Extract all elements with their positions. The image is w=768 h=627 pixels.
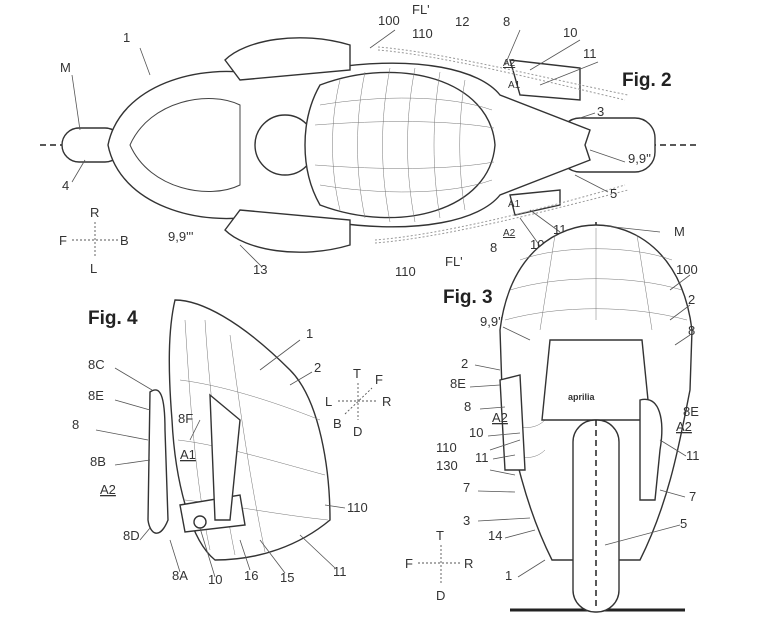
label-5-fig3: 5 xyxy=(680,516,687,531)
label-11-right: 11 xyxy=(686,448,700,463)
label-2-left: 2 xyxy=(461,356,468,371)
compass-up: T xyxy=(353,366,361,381)
label-a2-right: A2 xyxy=(676,419,692,434)
aero-appendage-left xyxy=(509,189,561,216)
label-8-bottom: 8 xyxy=(490,240,497,255)
label-3: 3 xyxy=(597,104,604,119)
label-8f: 8F xyxy=(178,411,193,426)
label-5: 5 xyxy=(610,186,617,201)
label-8c: 8C xyxy=(88,357,105,372)
label-13: 13 xyxy=(253,262,267,277)
fig4-title: Fig. 4 xyxy=(88,308,138,329)
label-8-fig4: 8 xyxy=(72,417,79,432)
label-8-right: 8 xyxy=(688,323,695,338)
fairing xyxy=(129,98,241,192)
label-a1-top: A1 xyxy=(508,80,521,91)
label-a2-fig4: A2 xyxy=(100,482,116,497)
label-110-fig4: 110 xyxy=(347,500,368,515)
aero-appendage-fig3 xyxy=(499,374,526,471)
rider-arm-right xyxy=(224,37,351,81)
mount-bolt xyxy=(193,515,207,529)
compass-down: L xyxy=(90,261,97,276)
compass-up: T xyxy=(436,528,444,543)
compass-right: B xyxy=(120,233,129,248)
label-10-top: 10 xyxy=(563,25,577,40)
label-15: 15 xyxy=(280,570,294,585)
label-4: 4 xyxy=(62,178,69,193)
tail-section xyxy=(541,339,651,421)
label-8e-fig4: 8E xyxy=(88,388,104,403)
label-8e-right: 8E xyxy=(683,404,699,419)
compass-down: D xyxy=(436,588,445,603)
rider-mesh xyxy=(314,67,495,223)
compass-fig4: T F L R B D xyxy=(325,366,391,439)
label-14: 14 xyxy=(488,528,502,543)
label-8b: 8B xyxy=(90,454,106,469)
label-110-top: 110 xyxy=(412,26,433,41)
aprilia-logo: aprilia xyxy=(568,392,596,402)
label-8-top: 8 xyxy=(503,14,510,29)
label-130: 130 xyxy=(436,458,458,473)
label-m: M xyxy=(60,60,71,75)
exhaust-rear xyxy=(639,398,663,501)
label-11-left: 11 xyxy=(475,450,489,465)
label-9-9ppp: 9,9''' xyxy=(168,229,194,244)
fig2-title: Fig. 2 xyxy=(622,70,672,91)
label-9-9pp: 9,9'' xyxy=(628,151,651,166)
rider-arm-left xyxy=(224,209,351,253)
label-fl-bottom: FL' xyxy=(445,254,463,269)
fairing-side xyxy=(168,299,331,561)
compass-right: R xyxy=(382,394,391,409)
label-a1-bottom: A1 xyxy=(508,199,521,210)
label-2-right: 2 xyxy=(688,292,695,307)
label-3-fig3: 3 xyxy=(463,513,470,528)
label-7-left: 7 xyxy=(463,480,470,495)
label-fl-top: FL' xyxy=(412,2,430,17)
label-8-left: 8 xyxy=(464,399,471,414)
label-8a: 8A xyxy=(172,568,188,583)
compass-sw: B xyxy=(333,416,342,431)
label-a2-left: A2 xyxy=(492,410,508,425)
compass-fig3: T F R D xyxy=(405,528,473,603)
label-2-fig4: 2 xyxy=(314,360,321,375)
compass-up: R xyxy=(90,205,99,220)
label-1-fig4: 1 xyxy=(306,326,313,341)
fig3-rear-view: aprilia M 100 2 8 9,9'' 2 8E 8 A2 10 110… xyxy=(405,222,700,613)
exhaust-top xyxy=(509,59,581,101)
label-100-fig3: 100 xyxy=(676,262,698,277)
label-110-fig3: 110 xyxy=(436,440,457,455)
label-12: 12 xyxy=(455,14,469,29)
label-m-fig3: M xyxy=(674,224,685,239)
compass-left: L xyxy=(325,394,332,409)
label-11-top: 11 xyxy=(583,46,597,61)
compass-left: F xyxy=(59,233,67,248)
label-1-fig3: 1 xyxy=(505,568,512,583)
label-a1-fig4: A1 xyxy=(180,447,196,462)
label-9-9pp-fig3: 9,9'' xyxy=(480,314,503,329)
label-16: 16 xyxy=(244,568,258,583)
compass-ne: F xyxy=(375,372,383,387)
label-110-bottom: 110 xyxy=(395,264,416,279)
aero-appendage-8 xyxy=(147,389,169,534)
fig3-title: Fig. 3 xyxy=(443,287,493,308)
fig4-perspective-view: 1 2 8C 8E 8F 8 8B A1 A2 110 8D 8A 10 16 … xyxy=(72,299,391,587)
label-7-right: 7 xyxy=(689,489,696,504)
label-1: 1 xyxy=(123,30,130,45)
label-10-fig4: 10 xyxy=(208,572,222,587)
rider-back xyxy=(304,71,496,219)
rider-mesh-fig3 xyxy=(504,228,688,458)
label-11-fig4: 11 xyxy=(333,564,347,579)
compass-down: D xyxy=(353,424,362,439)
label-a2-top: A2 xyxy=(503,58,516,69)
label-8e-left: 8E xyxy=(450,376,466,391)
label-8d: 8D xyxy=(123,528,140,543)
label-a2-bottom: A2 xyxy=(503,228,516,239)
compass-fig2: R F B L xyxy=(59,205,129,276)
compass-right: R xyxy=(464,556,473,571)
fig2-top-view: 1 M 4 100 FL' 110 12 8 10 11 A2 A1 3 9,9… xyxy=(40,2,700,279)
label-100: 100 xyxy=(378,13,400,28)
compass-left: F xyxy=(405,556,413,571)
support-arm xyxy=(209,393,241,521)
label-10-fig3: 10 xyxy=(469,425,483,440)
